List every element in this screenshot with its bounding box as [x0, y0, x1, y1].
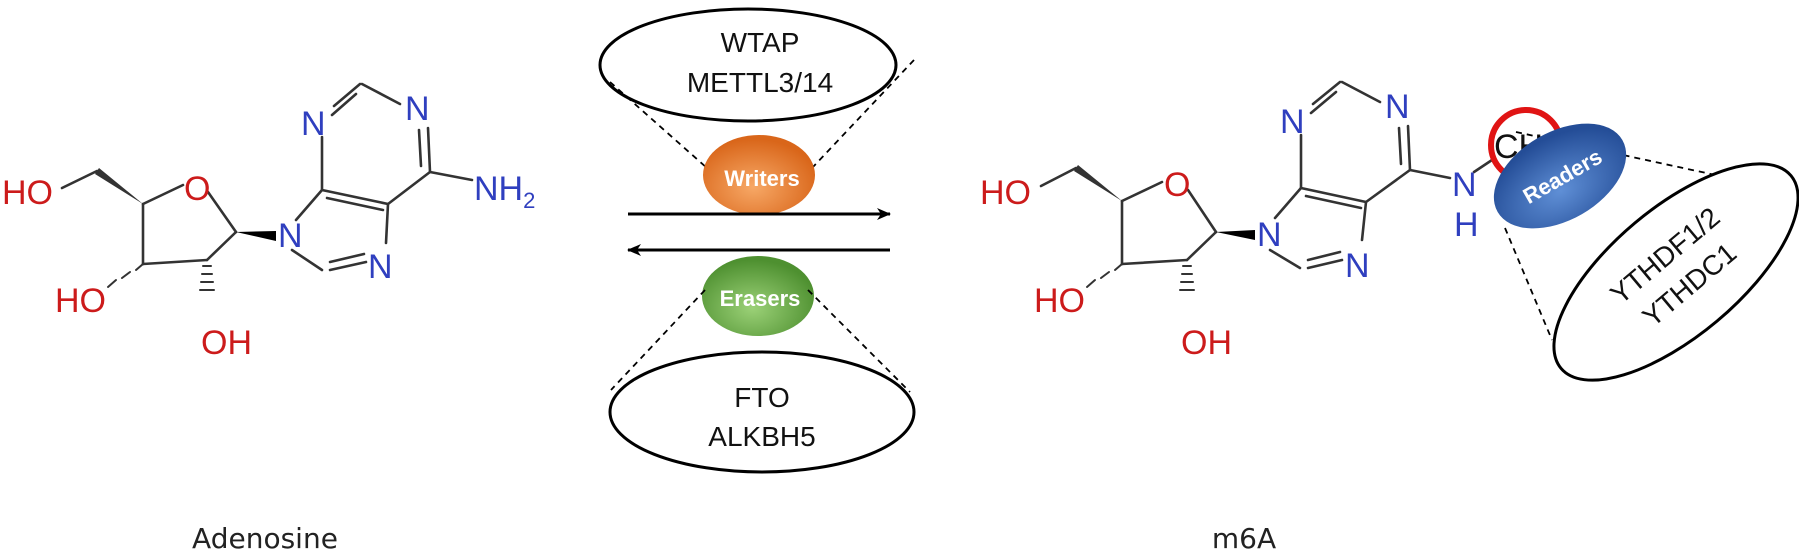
- m6a-atom-labels: HO O HO OH N N N N N H CH3: [980, 88, 1564, 362]
- m6a-n9: N: [1257, 216, 1282, 254]
- writers-protein-oval: [598, 7, 898, 123]
- m6a-ho-5prime: HO: [980, 174, 1031, 212]
- erasers-protein-oval: [608, 350, 916, 474]
- readers-pill: [1493, 123, 1627, 229]
- m6a-caption: m6A: [1212, 522, 1276, 555]
- reaction-arrows: [627, 208, 891, 256]
- m6a-structure: [1039, 80, 1494, 291]
- erasers-protein-2: ALKBH5: [708, 421, 815, 452]
- m6a-n1: N: [1385, 88, 1410, 126]
- adenosine-oh-2prime: OH: [201, 324, 252, 362]
- readers-protein-oval: [1552, 162, 1799, 382]
- writers-pill: [703, 135, 815, 215]
- m6a-n7: N: [1345, 247, 1370, 285]
- erasers-group: Erasers FTO ALKBH5: [608, 256, 916, 474]
- m6a-oh-2prime: OH: [1181, 324, 1232, 362]
- adenosine-n7: N: [368, 248, 393, 286]
- m6a-ho-3prime: HO: [1034, 282, 1085, 320]
- adenosine-caption: Adenosine: [192, 522, 338, 555]
- adenosine-n3: N: [301, 105, 326, 143]
- writers-label: Writers: [724, 166, 799, 191]
- adenosine-ho-5prime: HO: [2, 174, 53, 212]
- m6a-n6-hydrogen: H: [1454, 206, 1479, 244]
- erasers-protein-1: FTO: [734, 382, 789, 413]
- writers-protein-2: METTL3/14: [687, 67, 833, 98]
- adenosine-structure: [60, 82, 474, 291]
- adenosine-atom-labels: HO O HO OH N N N N NH2: [2, 90, 535, 362]
- readers-group: Readers YTHDF1/2 YTHDC1: [1493, 123, 1799, 382]
- adenosine-ho-3prime: HO: [55, 282, 106, 320]
- m6a-ring-oxygen: O: [1164, 166, 1190, 204]
- erasers-pill: [702, 256, 814, 336]
- writers-group: WTAP METTL3/14 Writers: [598, 7, 915, 215]
- m6a-n6: N: [1452, 166, 1477, 204]
- writers-protein-1: WTAP: [721, 27, 800, 58]
- adenosine-ring-oxygen: O: [184, 170, 210, 208]
- erasers-label: Erasers: [720, 286, 801, 311]
- adenosine-n9: N: [278, 217, 303, 255]
- adenosine-nh2-group: NH2: [474, 170, 535, 213]
- m6a-n3: N: [1280, 103, 1305, 141]
- adenosine-n1: N: [405, 90, 430, 128]
